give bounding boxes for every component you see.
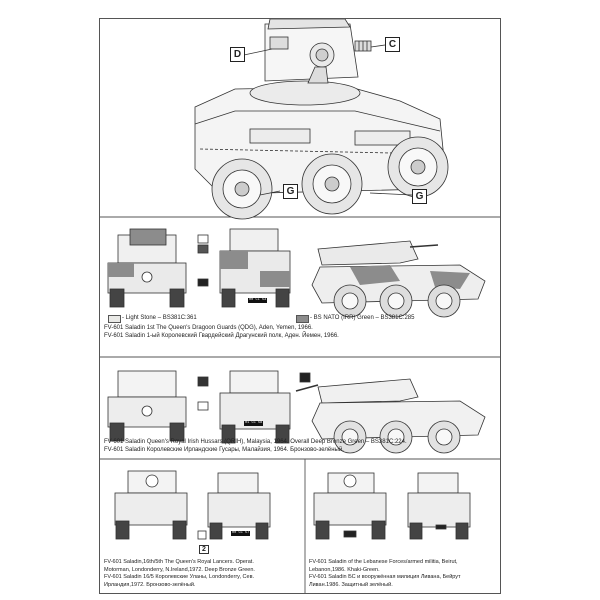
- serial-plate-2: 01 CC 58: [244, 421, 264, 426]
- side-view-2: [295, 378, 486, 454]
- swatch-nato-green: [296, 315, 309, 323]
- line-art: [100, 19, 500, 593]
- callout-d: D: [230, 47, 245, 62]
- scheme-4-caption-line-3: FV-601 Saladin БС и вооружённая милиция …: [309, 574, 461, 580]
- isometric-vehicle-view: [194, 19, 449, 220]
- rear-view-2: [219, 370, 291, 444]
- scheme-4-caption-line-2: Lebanon,1986. Khaki-Green.: [309, 566, 380, 573]
- rear-view-4: [407, 472, 471, 540]
- front-view-1: [107, 228, 187, 308]
- scheme-2-caption-ru: FV-601 Saladin Королевские Ирландские Гу…: [104, 447, 344, 453]
- scheme-2-caption-en: FV-601 Saladin Queen's Royal Irish Hussa…: [104, 439, 407, 445]
- scheme-1-caption-en: FV-601 Saladin 1st The Queen's Dragoon G…: [104, 325, 313, 331]
- serial-plate-1: 00 CL 53: [248, 298, 268, 303]
- legend-light-stone: - Light Stone – BS381C:361: [122, 314, 197, 321]
- side-view-1: [311, 240, 486, 318]
- scheme-3-caption-line-2: Motorman, Londonderry, N.Ireland,1972. D…: [104, 566, 255, 573]
- rear-view-1: [219, 228, 291, 308]
- callout-g-right: G: [412, 189, 427, 204]
- scheme-4-caption-line-1: FV-601 Saladin of the Lebanese Forces/ar…: [309, 559, 458, 565]
- scheme-4-views: [313, 472, 471, 540]
- instruction-sheet: D C G G 00 CL 53 01 CC 58 00 CC 57 2 - L…: [99, 18, 501, 594]
- callout-c: C: [385, 37, 400, 52]
- callout-g-left: G: [283, 184, 298, 199]
- plate-number: 2: [199, 545, 209, 555]
- scheme-1-caption-ru: FV-601 Saladin 1-ый Королевский Гвардейс…: [104, 333, 339, 339]
- scheme-4-caption-line-4: Ливан.1986. Защитный зелёный.: [309, 581, 393, 588]
- front-view-2: [107, 370, 187, 442]
- front-view-4: [313, 472, 387, 540]
- scheme-2-views: [107, 370, 486, 454]
- scheme-3-caption-line-3: FV-601 Saladin 16/5 Королевские Уланы, L…: [104, 574, 255, 580]
- scheme-3-caption-line-1: FV-601 Saladin,16th/5th The Queen's Roya…: [104, 559, 254, 565]
- front-view-3: [114, 470, 188, 540]
- scheme-1-views: [107, 228, 486, 318]
- scheme-3-views: [114, 470, 271, 540]
- rear-view-3: [207, 472, 271, 540]
- scheme-3-caption-line-4: Ирландия,1972. Бронзово-зелёный.: [104, 581, 196, 588]
- iso-wheels: [211, 136, 449, 220]
- legend-nato-green: - BS NATO (IRR) Green – BS381C:285: [310, 314, 415, 321]
- swatch-light-stone: [108, 315, 121, 323]
- section-dividers: [100, 216, 500, 593]
- serial-plate-3: 00 CC 57: [231, 531, 251, 536]
